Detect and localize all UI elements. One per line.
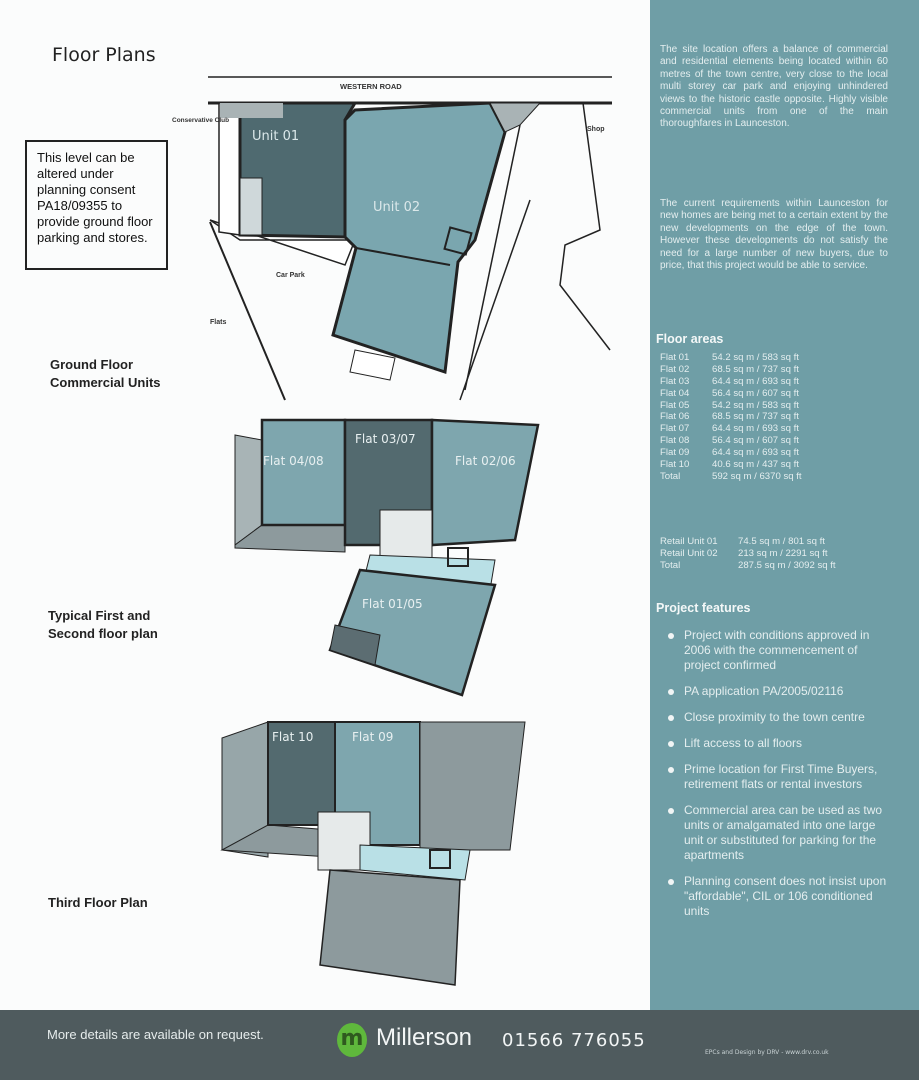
design-credit: EPCs and Design by DRV - www.drv.co.uk xyxy=(705,1049,829,1056)
label-line: Typical First and xyxy=(48,608,151,623)
area-value: 64.4 sq m / 693 sq ft xyxy=(712,423,799,435)
area-name: Flat 06 xyxy=(660,411,690,423)
flat-areas-list: Flat 01 54.2 sq m / 583 sq ft Flat 02 68.5… xyxy=(660,352,802,483)
area-value: 54.2 sq m / 583 sq ft xyxy=(712,352,799,363)
intro-paragraph-2: The current requirements within Launcest… xyxy=(660,198,888,272)
area-name: Flat 10 xyxy=(660,459,690,471)
area-value: 213 sq m / 2291 sq ft xyxy=(738,547,828,559)
area-name: Flat 03 xyxy=(660,375,690,387)
area-name: Total xyxy=(660,559,681,571)
flat-09-label: Flat 09 xyxy=(352,730,393,744)
unit-02-area xyxy=(331,101,507,375)
area-value: 68.5 sq m / 737 sq ft xyxy=(712,363,799,375)
area-name: Flat 09 xyxy=(660,447,690,459)
floor-areas-heading: Floor areas xyxy=(656,332,724,346)
area-value: 287.5 sq m / 3092 sq ft xyxy=(738,559,836,571)
area-row: Retail Unit 01 74.5 sq m / 801 sq ft xyxy=(660,536,836,548)
info-panel: The site location offers a balance of co… xyxy=(650,0,919,1010)
unit-01-label: Unit 01 xyxy=(252,129,299,144)
area-value: 592 sq m / 6370 sq ft xyxy=(712,470,802,482)
area-row: Retail Unit 02 213 sq m / 2291 sq ft xyxy=(660,548,836,560)
road-label: WESTERN ROAD xyxy=(340,82,402,91)
feature-item: Close proximity to the town centre xyxy=(660,710,896,725)
area-row: Flat 04 56.4 sq m / 607 sq ft xyxy=(660,388,802,400)
first-floor-label: Typical First and Second floor plan xyxy=(48,607,158,643)
label-line: Second floor plan xyxy=(48,626,158,641)
area-name: Flat 05 xyxy=(660,399,690,411)
area-row: Flat 03 64.4 sq m / 693 sq ft xyxy=(660,376,802,388)
millerson-logo-icon: m xyxy=(337,1023,367,1057)
intro-paragraph-1: The site location offers a balance of co… xyxy=(660,44,888,130)
area-value: 64.4 sq m / 693 sq ft xyxy=(712,447,799,459)
area-name: Total xyxy=(660,470,681,482)
area-row-total: Total 287.5 sq m / 3092 sq ft xyxy=(660,560,836,572)
club-label: Conservative Club xyxy=(172,117,229,124)
feature-item: PA application PA/2005/02116 xyxy=(660,684,896,699)
area-value: 40.6 sq m / 437 sq ft xyxy=(712,459,799,471)
floor-plan-drawings: WESTERN ROAD Conservative Club Shop Car … xyxy=(172,76,612,986)
area-name: Flat 07 xyxy=(660,423,690,435)
footer-bar xyxy=(0,1010,919,1080)
area-value: 56.4 sq m / 607 sq ft xyxy=(712,387,799,399)
label-line: Commercial Units xyxy=(50,375,161,390)
area-row: Flat 01 54.2 sq m / 583 sq ft xyxy=(660,352,802,364)
area-name: Flat 08 xyxy=(660,435,690,447)
area-value: 54.2 sq m / 583 sq ft xyxy=(712,399,799,411)
features-list: Project with conditions approved in 2006… xyxy=(660,628,896,930)
third-floor-label: Third Floor Plan xyxy=(48,895,148,910)
feature-item: Prime location for First Time Buyers, re… xyxy=(660,762,896,792)
flat-01-05-label: Flat 01/05 xyxy=(362,597,423,611)
car-park-label: Car Park xyxy=(276,272,305,279)
planning-note-box: This level can be altered under planning… xyxy=(25,140,168,270)
feature-item: Commercial area can be used as two units… xyxy=(660,803,896,863)
brand-name: Millerson xyxy=(376,1024,473,1051)
flats-label: Flats xyxy=(210,319,226,326)
area-name: Flat 01 xyxy=(660,352,690,363)
feature-item: Project with conditions approved in 2006… xyxy=(660,628,896,673)
first-floor-plan xyxy=(234,418,540,697)
area-row: Flat 09 64.4 sq m / 693 sq ft xyxy=(660,447,802,459)
flat-04-08-label: Flat 04/08 xyxy=(263,454,324,468)
flat-02-06-area xyxy=(430,418,540,547)
flat-04-08-area xyxy=(260,418,347,527)
area-row: Flat 10 40.6 sq m / 437 sq ft xyxy=(660,459,802,471)
area-row: Flat 02 68.5 sq m / 737 sq ft xyxy=(660,364,802,376)
phone-number: 01566 776055 xyxy=(502,1030,646,1051)
feature-item: Lift access to all floors xyxy=(660,736,896,751)
area-value: 64.4 sq m / 693 sq ft xyxy=(712,375,799,387)
label-line: Ground Floor xyxy=(50,357,134,372)
area-row: Flat 07 64.4 sq m / 693 sq ft xyxy=(660,423,802,435)
more-details-text: More details are available on request. xyxy=(47,1027,264,1042)
shop-label: Shop xyxy=(587,126,605,133)
retail-areas-list: Retail Unit 01 74.5 sq m / 801 sq ft Reta… xyxy=(660,536,836,572)
area-name: Flat 02 xyxy=(660,363,690,375)
ground-floor-plan xyxy=(208,76,612,401)
area-name: Retail Unit 01 xyxy=(660,536,718,547)
area-value: 74.5 sq m / 801 sq ft xyxy=(738,536,825,547)
features-heading: Project features xyxy=(656,601,751,615)
area-row: Flat 06 68.5 sq m / 737 sq ft xyxy=(660,411,802,423)
area-row: Flat 05 54.2 sq m / 583 sq ft xyxy=(660,400,802,412)
area-value: 68.5 sq m / 737 sq ft xyxy=(712,411,799,423)
area-name: Flat 04 xyxy=(660,387,690,399)
flat-10-label: Flat 10 xyxy=(272,730,313,744)
flat-02-06-label: Flat 02/06 xyxy=(455,454,516,468)
area-row-total: Total 592 sq m / 6370 sq ft xyxy=(660,471,802,483)
flat-03-07-label: Flat 03/07 xyxy=(355,432,416,446)
feature-item: Planning consent does not insist upon "a… xyxy=(660,874,896,919)
area-value: 56.4 sq m / 607 sq ft xyxy=(712,435,799,447)
ground-floor-label: Ground Floor Commercial Units xyxy=(50,356,161,392)
page-title: Floor Plans xyxy=(52,44,156,66)
unit-02-label: Unit 02 xyxy=(373,200,420,215)
area-row: Flat 08 56.4 sq m / 607 sq ft xyxy=(660,435,802,447)
third-floor-plan xyxy=(220,721,526,986)
area-name: Retail Unit 02 xyxy=(660,547,718,559)
